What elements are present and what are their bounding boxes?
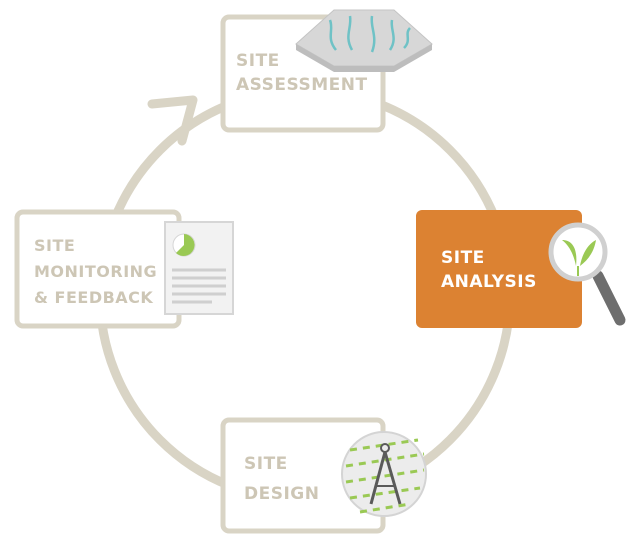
terrain-flow-icon — [295, 9, 433, 72]
magnifier-leaf-icon — [548, 222, 626, 326]
stage-label-monitoring-line2: MONITORING — [34, 262, 158, 281]
report-chart-icon — [164, 221, 234, 315]
stage-label-assessment-line1: SITE — [236, 51, 280, 71]
stage-box-analysis[interactable] — [416, 210, 582, 328]
stage-label-monitoring-line1: SITE — [34, 236, 76, 255]
stage-label-analysis: SITE ANALYSIS — [441, 246, 537, 294]
compass-plan-icon — [341, 431, 427, 517]
stage-label-monitoring-line3: & FEEDBACK — [34, 288, 154, 307]
stage-label-design-line2: DESIGN — [244, 484, 320, 504]
stage-label-assessment-line2: ASSESSMENT — [236, 75, 368, 95]
cycle-arrow-icon — [147, 95, 198, 146]
stage-label-design-line1: SITE — [244, 454, 288, 474]
stage-label-assessment: SITE ASSESSMENT — [236, 49, 368, 97]
stage-label-monitoring: SITE MONITORING & FEEDBACK — [34, 233, 157, 311]
stage-label-analysis-line1: SITE — [441, 248, 485, 268]
stage-label-design: SITE DESIGN — [244, 449, 319, 509]
stage-label-analysis-line2: ANALYSIS — [441, 272, 537, 292]
